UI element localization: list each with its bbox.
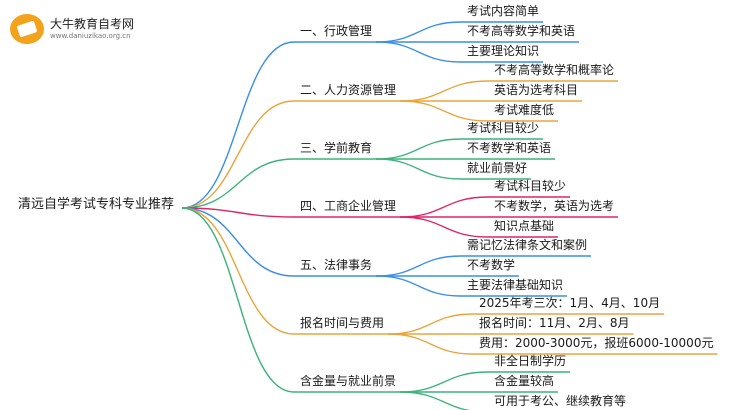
branch-label-6: 报名时间与费用	[300, 316, 385, 330]
leaf-5-3: 主要法律基础知识	[467, 278, 564, 292]
leaf-5-2: 不考数学	[467, 258, 516, 272]
connector-leaf-1-3	[376, 41, 462, 63]
root-node: 清远自学考试专科专业推荐	[18, 197, 175, 212]
branch-label-4: 四、工商企业管理	[300, 199, 397, 213]
connector-leaf-4-1	[400, 196, 489, 218]
connector-leaf-6-3	[388, 333, 474, 355]
leaf-6-2: 报名时间：11月、2月、8月	[479, 316, 630, 330]
leaf-1-1: 考试内容简单	[467, 4, 540, 18]
connector-leaf-2-3	[400, 100, 489, 122]
connector-branch-2	[182, 100, 295, 209]
branch-label-2: 二、人力资源管理	[300, 83, 397, 97]
connector-leaf-3-1	[376, 138, 462, 160]
leaf-7-1: 非全日制学历	[494, 354, 567, 368]
connector-leaf-6-1	[388, 313, 474, 335]
logo-title: 大牛教育自考网	[50, 17, 135, 31]
logo-url: www.daniuzikao.org.cn	[50, 32, 131, 40]
leaf-6-3: 费用：2000-3000元，报班6000-10000元	[479, 336, 714, 350]
leaf-5-1: 需记忆法律条文和案例	[467, 238, 588, 252]
leaf-3-3: 就业前景好	[467, 161, 528, 175]
connector-branch-3	[182, 158, 295, 209]
leaf-1-2: 不考高等数学和英语	[467, 24, 576, 38]
branch-label-1: 一、行政管理	[300, 24, 373, 38]
connector-branch-5	[182, 207, 295, 277]
site-logo: 大牛教育自考网 www.daniuzikao.org.cn	[10, 14, 134, 44]
leaf-2-1: 不考高等数学和概率论	[494, 63, 615, 77]
leaf-7-3: 可用于考公、继续教育等	[494, 394, 627, 408]
connector-branch-1	[182, 41, 295, 209]
book-icon	[10, 14, 44, 44]
connector-leaf-1-1	[376, 21, 462, 43]
connector-branch-6	[182, 207, 295, 335]
leaf-2-2: 英语为选考科目	[494, 83, 579, 97]
connector-leaf-3-3	[376, 158, 462, 180]
leaf-3-2: 不考数学和英语	[467, 141, 552, 155]
leaf-4-1: 考试科目较少	[494, 179, 567, 193]
connector-leaf-5-3	[376, 275, 462, 297]
connector-leaf-7-1	[400, 371, 489, 393]
leaf-1-3: 主要理论知识	[467, 44, 540, 58]
branch-label-7: 含金量与就业前景	[300, 374, 397, 388]
leaf-6-1: 2025年考三次：1月、4月、10月	[479, 296, 661, 310]
connector-branch-7	[182, 207, 295, 393]
connector-leaf-5-1	[376, 255, 462, 277]
leaf-3-1: 考试科目较少	[467, 121, 540, 135]
leaf-4-3: 知识点基础	[494, 219, 555, 233]
leaf-4-2: 不考数学，英语为选考	[494, 199, 615, 213]
connector-leaf-7-3	[400, 391, 472, 410]
branch-label-3: 三、学前教育	[300, 141, 373, 155]
connector-branch-4	[182, 207, 295, 218]
leaf-7-2: 含金量较高	[494, 374, 555, 388]
connector-leaf-2-1	[400, 80, 489, 102]
leaf-2-3: 考试难度低	[494, 103, 555, 117]
branch-label-5: 五、法律事务	[300, 258, 373, 272]
connector-leaf-4-3	[400, 216, 489, 238]
